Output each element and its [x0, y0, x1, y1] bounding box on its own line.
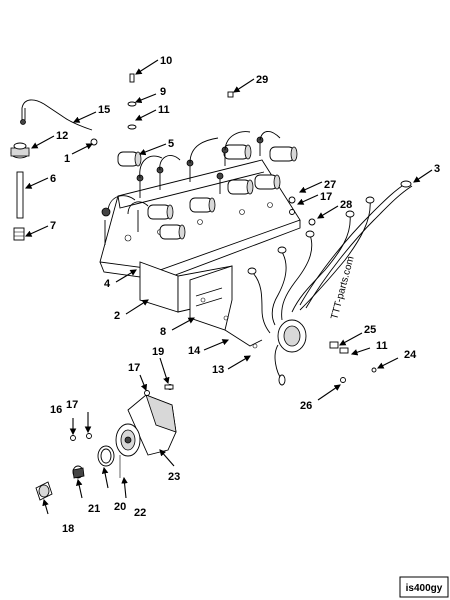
coil-1	[117, 151, 142, 167]
wiring-harness	[247, 180, 413, 386]
callout-6: 6	[50, 173, 56, 185]
callout-24: 24	[404, 349, 417, 361]
callout-11: 11	[158, 104, 170, 116]
lower-bracket	[139, 261, 263, 349]
callout-15: 15	[98, 104, 110, 116]
distributor-assembly	[35, 384, 177, 501]
callout-4: 4	[104, 278, 111, 290]
coil-3	[269, 146, 298, 162]
callout-17a: 17	[320, 191, 332, 203]
callout-labels: 10 9 11 29 15 12 1 5 6 7 3 27 17 28 4 2 …	[50, 55, 440, 535]
callout-12: 12	[56, 130, 68, 142]
callout-17b: 17	[128, 362, 140, 374]
figure-id: is400gy	[406, 583, 443, 594]
callout-19: 19	[152, 346, 164, 358]
callout-8: 8	[160, 326, 166, 338]
figure-id-box: is400gy	[399, 576, 449, 598]
callout-28: 28	[340, 199, 352, 211]
callout-1: 1	[64, 153, 70, 165]
callout-2: 2	[114, 310, 120, 322]
callout-17c: 17	[66, 399, 78, 411]
callout-21: 21	[88, 503, 100, 515]
callout-5: 5	[168, 138, 174, 150]
callout-16: 16	[50, 404, 62, 416]
ignition-coils	[117, 144, 298, 240]
coil-5	[189, 197, 216, 213]
callout-26: 26	[300, 400, 312, 412]
coil-2	[223, 144, 252, 160]
coil-4	[147, 204, 174, 220]
leader-lines	[24, 59, 433, 515]
callout-10: 10	[160, 55, 172, 67]
callout-22: 22	[134, 507, 146, 519]
callout-29: 29	[256, 74, 268, 86]
callout-9: 9	[160, 86, 166, 98]
callout-25: 25	[364, 324, 376, 336]
callout-20: 20	[114, 501, 126, 513]
callout-3: 3	[434, 163, 440, 175]
callout-18: 18	[62, 523, 74, 535]
spark-plug-wire-assembly	[10, 99, 98, 241]
callout-7: 7	[50, 220, 56, 232]
coil-6	[254, 174, 281, 190]
callout-27: 27	[324, 179, 336, 191]
top-hardware	[127, 73, 234, 130]
callout-11b: 11	[376, 340, 388, 352]
spark-plug-boots	[101, 131, 281, 245]
callout-23: 23	[168, 471, 180, 483]
coil-8	[227, 179, 254, 195]
callout-14: 14	[188, 345, 201, 357]
watermark-text: TTT-parts.com	[329, 255, 356, 321]
callout-13: 13	[212, 364, 224, 376]
coil-7	[159, 224, 186, 240]
